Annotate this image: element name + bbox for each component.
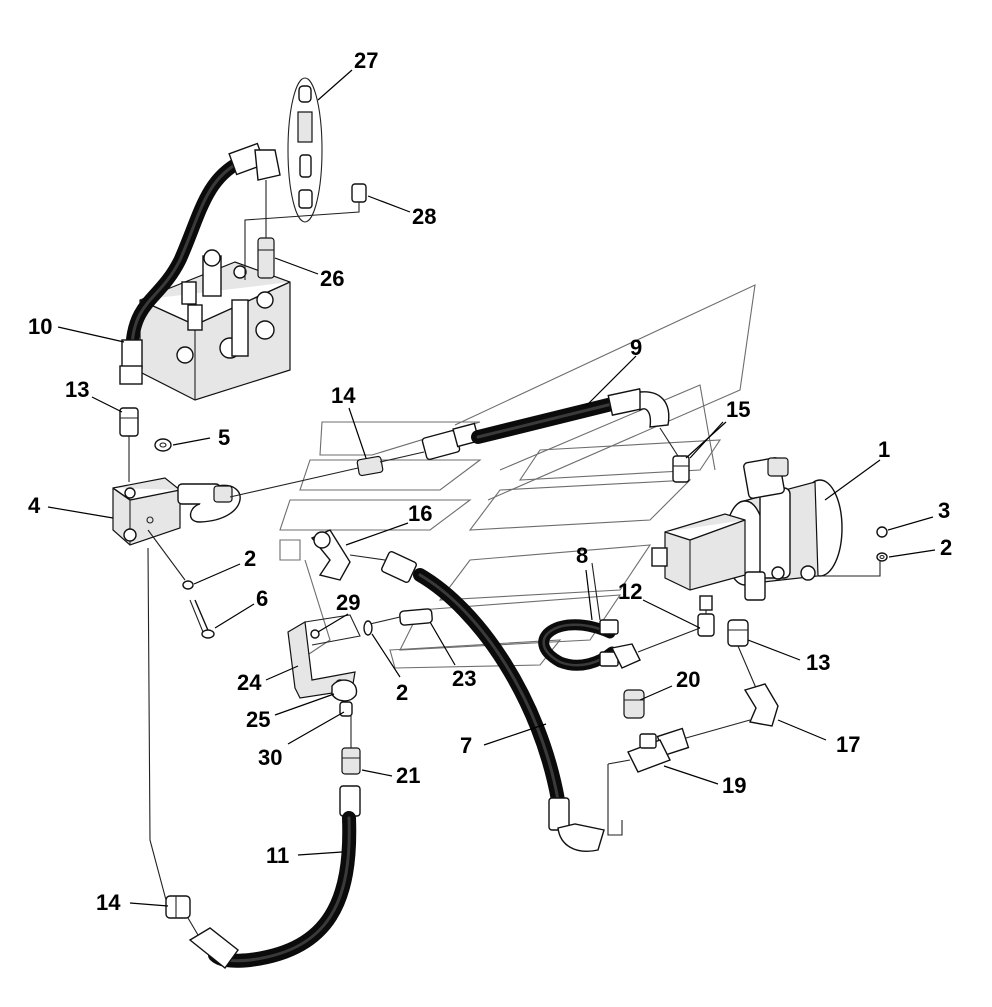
callout-10: 10	[28, 314, 52, 339]
callout-3: 3	[938, 498, 950, 523]
bracket-24	[287, 614, 361, 699]
callout-15: 15	[726, 397, 750, 422]
pump-motor-1	[651, 457, 881, 601]
valve-manifold	[139, 249, 291, 401]
elbow-16	[310, 529, 351, 581]
callout-27: 27	[354, 48, 378, 73]
callout-11: 11	[266, 843, 289, 868]
callout-2-left: 2	[244, 546, 256, 571]
fitting-14-middle	[229, 455, 384, 498]
callout-4: 4	[28, 493, 41, 518]
fitting-26	[257, 180, 275, 279]
callout-29: 29	[336, 590, 360, 615]
callout-7: 7	[460, 733, 472, 758]
tee-19	[607, 733, 671, 836]
hose-7	[349, 550, 605, 852]
screw-3	[876, 526, 888, 538]
callout-23: 23	[452, 666, 476, 691]
callout-25: 25	[246, 707, 270, 732]
fitting-21	[341, 716, 361, 775]
callout-19: 19	[722, 773, 746, 798]
callout-8: 8	[576, 543, 588, 568]
callout-14-lower: 14	[96, 890, 121, 915]
fitting-20	[623, 689, 645, 719]
callout-17: 17	[836, 732, 860, 757]
hose-8	[538, 562, 619, 671]
callout-12: 12	[618, 579, 642, 604]
callout-13-right: 13	[806, 650, 830, 675]
fitting-13-right	[727, 619, 757, 689]
hose-11	[188, 785, 361, 970]
callout-20: 20	[676, 667, 700, 692]
washer-5	[154, 438, 172, 452]
frame-outline	[279, 284, 756, 669]
callout-14-middle: 14	[331, 383, 356, 408]
valve-block-4	[112, 477, 241, 546]
callout-16: 16	[408, 501, 432, 526]
callout-6: 6	[256, 586, 268, 611]
callout-21: 21	[396, 763, 420, 788]
callout-28: 28	[412, 204, 436, 229]
clamp-25	[331, 679, 358, 702]
bolt-6	[147, 529, 215, 639]
callouts: 27 28 26 10 13 5 4 2 6 14 9 15 1 3 2 16 …	[28, 48, 952, 915]
callout-5: 5	[218, 425, 230, 450]
callout-2-middle: 2	[396, 680, 408, 705]
fitting-group-27	[287, 77, 323, 223]
washer-2-right	[876, 552, 888, 562]
hose-9	[379, 388, 670, 463]
callout-24: 24	[237, 670, 262, 695]
fitting-14-lower	[147, 547, 199, 936]
callout-26: 26	[320, 266, 344, 291]
callout-30: 30	[258, 745, 282, 770]
washer-2-middle	[363, 620, 373, 636]
fitting-15	[659, 427, 690, 483]
leader-lines	[47, 69, 936, 907]
callout-9: 9	[630, 335, 642, 360]
tee-12	[610, 595, 715, 669]
callout-1: 1	[878, 437, 890, 462]
screw-23	[369, 608, 433, 626]
callout-13-left: 13	[65, 377, 89, 402]
callout-2-right: 2	[940, 535, 952, 560]
fitting-28	[244, 183, 367, 280]
hose-10	[119, 142, 281, 385]
elbow-17	[656, 683, 779, 757]
fitting-13-left	[119, 407, 139, 482]
